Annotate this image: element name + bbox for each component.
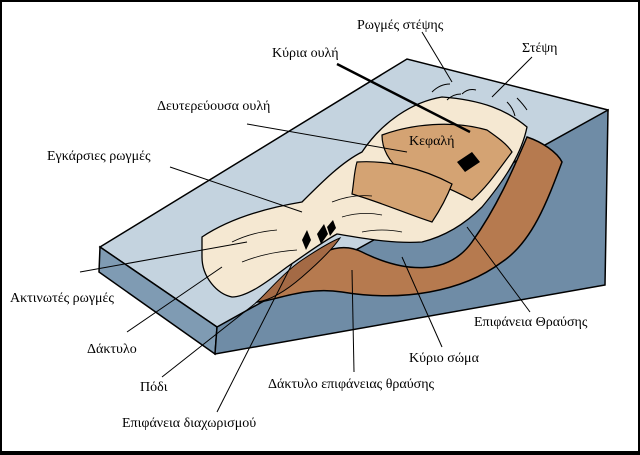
- leader-main-scarp: [336, 62, 471, 134]
- label-minor-scarp: Δευτερεύουσα ουλή: [157, 99, 270, 114]
- label-toe-rupture: Δάκτυλο επιφάνειας θραύσης: [268, 377, 435, 392]
- label-radial-cracks: Ακτινωτές ρωγμές: [10, 291, 114, 306]
- label-crown-cracks: Ρωγμές στέψης: [357, 18, 444, 33]
- toe-crack-1: [317, 224, 328, 244]
- leader-minor-scarp: [246, 123, 408, 153]
- label-toe: Δάκτυλο: [87, 342, 137, 357]
- leader-crown-cracks: [421, 31, 453, 83]
- label-rupture-surface: Επιφάνεια Θραύσης: [474, 315, 588, 330]
- label-main-scarp: Κύρια ουλή: [272, 46, 339, 61]
- leader-radial-cracks: [79, 241, 248, 273]
- label-crown: Στέψη: [522, 41, 558, 56]
- label-transverse-cracks: Εγκάρσιες ρωγμές: [47, 149, 151, 164]
- leader-foot: [161, 301, 258, 378]
- leader-main-body: [401, 256, 443, 348]
- label-foot: Πόδι: [140, 380, 168, 395]
- toe-crack-3: [327, 220, 336, 236]
- leader-crown: [491, 56, 533, 98]
- transverse-crack-marks: [231, 195, 403, 263]
- label-main-body: Κύριο σώμα: [409, 351, 480, 366]
- minor-block-shape: [351, 161, 453, 223]
- label-separation-surface: Επιφάνεια διαχωρισμού: [122, 416, 256, 431]
- leader-lines: [79, 31, 533, 413]
- leader-separation-surface: [216, 263, 293, 413]
- leader-transverse-cracks: [169, 166, 303, 213]
- head-crack-1: [457, 152, 480, 172]
- toe-crack-2: [302, 230, 311, 250]
- leader-toe-rupture: [351, 269, 355, 373]
- leader-rupture-surface: [466, 226, 531, 313]
- label-head: Κεφαλή: [409, 134, 454, 149]
- rupture-surface-shape: [255, 136, 563, 303]
- crown-cracks-marks: [431, 83, 528, 117]
- leader-toe: [126, 266, 223, 333]
